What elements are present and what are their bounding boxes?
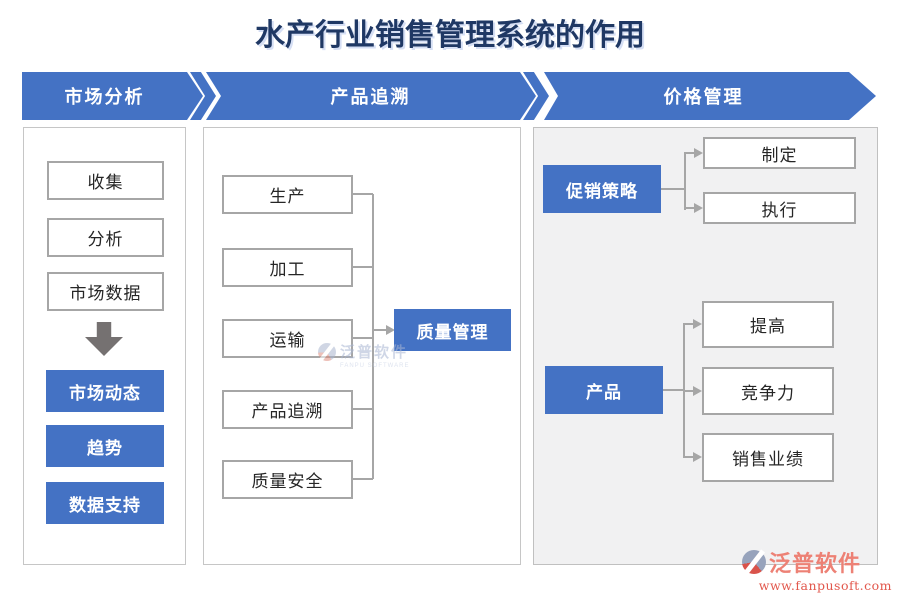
node-promotion-strategy: 促销策略 <box>543 165 661 213</box>
fanpu-watermark: 泛普软件 FANPU SOFTWARE <box>318 341 428 369</box>
node-analyze: 分析 <box>47 218 164 257</box>
arrowhead-icon <box>694 203 703 213</box>
connector-line <box>684 153 686 210</box>
node-formulate: 制定 <box>703 137 856 169</box>
connector-line <box>353 266 373 268</box>
node-processing: 加工 <box>222 248 353 287</box>
header-market-analysis: 市场分析 <box>22 72 203 120</box>
fanpu-logo: 泛普软件 www.fanpusoft.com <box>742 546 892 593</box>
header-product-trace: 产品追溯 <box>206 72 536 120</box>
connector-line <box>353 478 373 480</box>
connector-line <box>683 323 693 325</box>
connector-line <box>684 207 694 209</box>
arrowhead-icon <box>386 325 395 335</box>
node-execute: 执行 <box>703 192 856 224</box>
node-quality-safety: 质量安全 <box>222 460 353 499</box>
node-market-data: 市场数据 <box>47 272 164 311</box>
connector-line <box>683 456 693 458</box>
node-competitiveness: 竞争力 <box>702 367 834 415</box>
page-title: 水产行业销售管理系统的作用 <box>255 18 645 53</box>
node-improve: 提高 <box>702 301 834 348</box>
connector-line <box>353 337 373 339</box>
connector-line <box>663 389 684 391</box>
node-production: 生产 <box>222 175 353 214</box>
arrowhead-icon <box>693 386 702 396</box>
connector-line <box>353 193 373 195</box>
node-collect: 收集 <box>47 161 164 200</box>
arrowhead-icon <box>693 452 702 462</box>
connector-line <box>353 408 373 410</box>
fanpu-watermark-icon <box>318 342 336 361</box>
arrowhead-icon <box>694 148 703 158</box>
node-market-trends: 市场动态 <box>46 370 164 412</box>
connector-line <box>661 188 685 190</box>
node-sales-performance: 销售业绩 <box>702 433 834 482</box>
node-trend: 趋势 <box>46 425 164 467</box>
fanpu-logo-icon <box>742 550 766 574</box>
connector-line <box>683 390 693 392</box>
fanpu-logo-url: www.fanpusoft.com <box>758 578 892 593</box>
connector-line <box>684 152 694 154</box>
arrowhead-icon <box>693 319 702 329</box>
fanpu-watermark-text: 泛普软件 <box>340 343 409 361</box>
connector-line <box>372 194 374 479</box>
connector-line <box>373 329 386 331</box>
node-product: 产品 <box>545 366 663 414</box>
fanpu-watermark-subtext: FANPU SOFTWARE <box>340 363 410 369</box>
node-quality-management: 质量管理 <box>394 309 511 351</box>
node-data-support: 数据支持 <box>46 482 164 524</box>
node-product-trace: 产品追溯 <box>222 390 353 429</box>
fanpu-logo-text: 泛普软件 <box>769 551 862 577</box>
header-price-management: 价格管理 <box>544 72 876 120</box>
